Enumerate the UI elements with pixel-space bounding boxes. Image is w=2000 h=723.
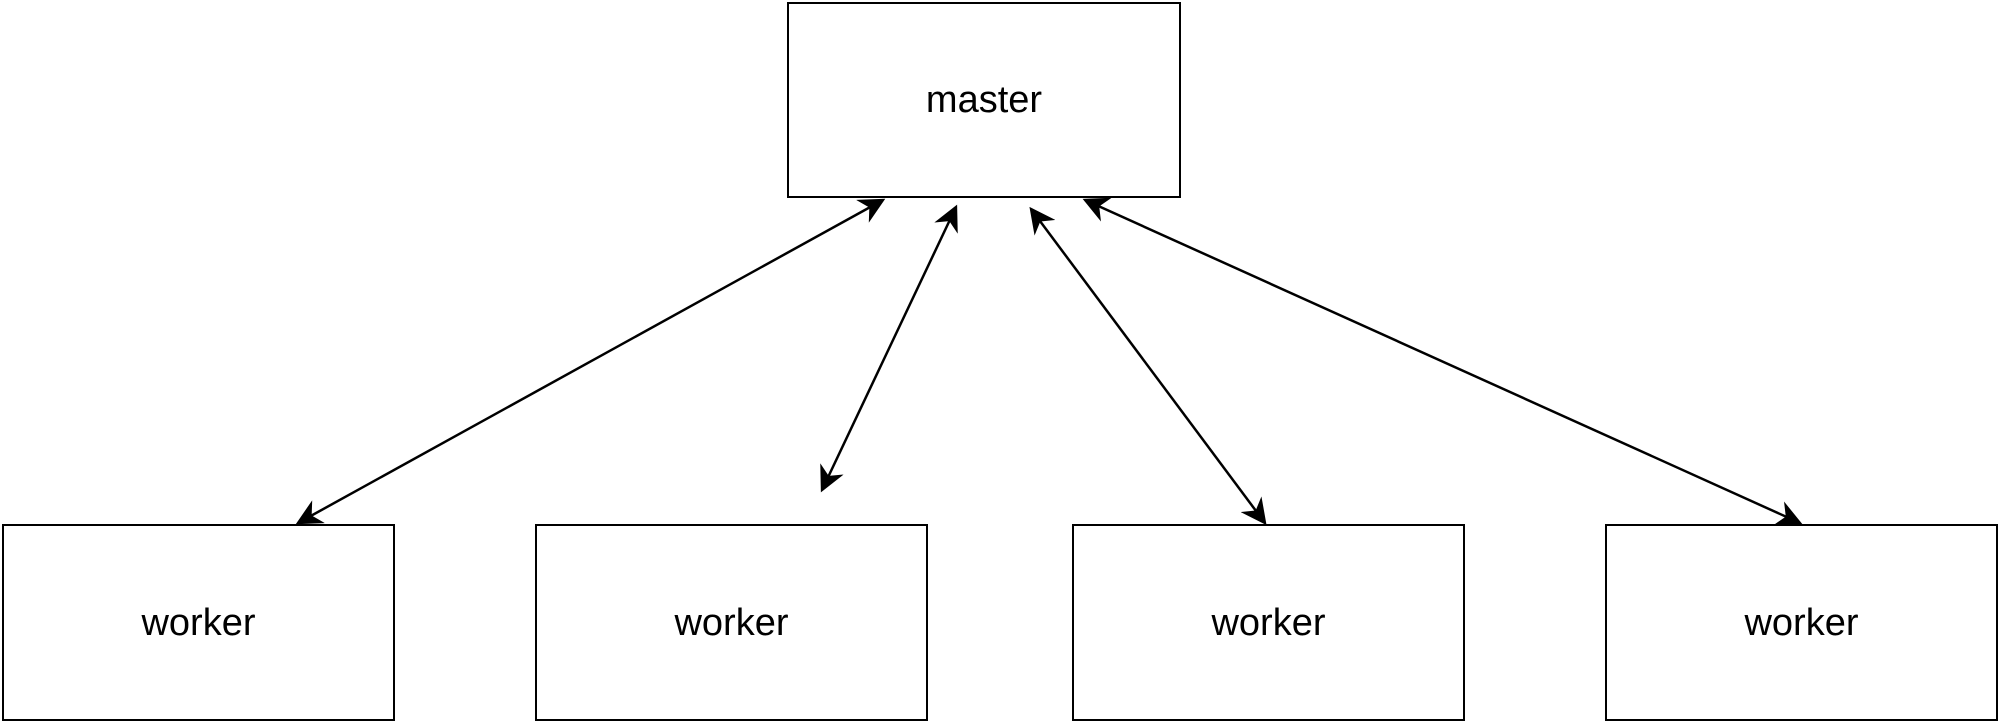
worker-node-4[interactable]: worker <box>1605 524 1998 721</box>
worker-node-label: worker <box>674 601 789 644</box>
connector-master-worker-4 <box>1082 197 1803 526</box>
worker-node-label: worker <box>1211 601 1326 644</box>
master-node-label: master <box>925 79 1043 121</box>
connector-master-worker-2 <box>820 204 958 493</box>
worker-node-label: worker <box>141 601 256 644</box>
worker-node-2[interactable]: worker <box>535 524 928 721</box>
connector-master-worker-1 <box>295 198 886 525</box>
master-node[interactable]: master <box>787 2 1181 198</box>
connector-master-worker-3 <box>1029 206 1267 526</box>
worker-node-3[interactable]: worker <box>1072 524 1465 721</box>
worker-node-1[interactable]: worker <box>2 524 395 721</box>
worker-node-label: worker <box>1744 601 1859 644</box>
